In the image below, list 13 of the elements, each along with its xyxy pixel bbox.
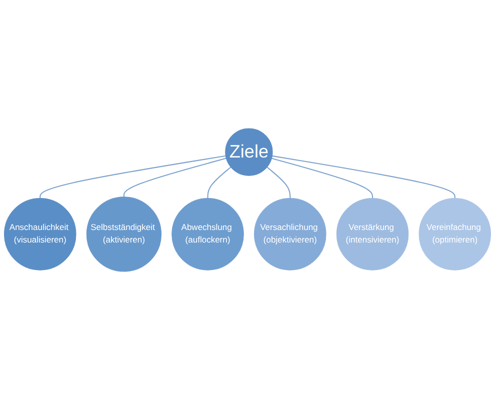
node-circle: Anschaulichkeit (visualisieren) — [4, 198, 76, 270]
connector — [266, 166, 291, 198]
connector — [207, 166, 232, 198]
node-circle: Selbstständigkeit (aktivieren) — [86, 196, 162, 272]
connector — [272, 155, 456, 198]
node-circle: Vereinfachung (optimieren) — [418, 198, 492, 270]
node-circle: Abwechslung (auflockern) — [172, 198, 244, 270]
node-circle: Verstärkung (intensivieren) — [336, 198, 409, 270]
node-circle: Ziele — [225, 128, 273, 176]
connector — [123, 158, 226, 197]
connector — [272, 158, 374, 198]
node-circle: Versachlichung (objektivieren) — [254, 198, 326, 270]
connector — [40, 155, 226, 198]
